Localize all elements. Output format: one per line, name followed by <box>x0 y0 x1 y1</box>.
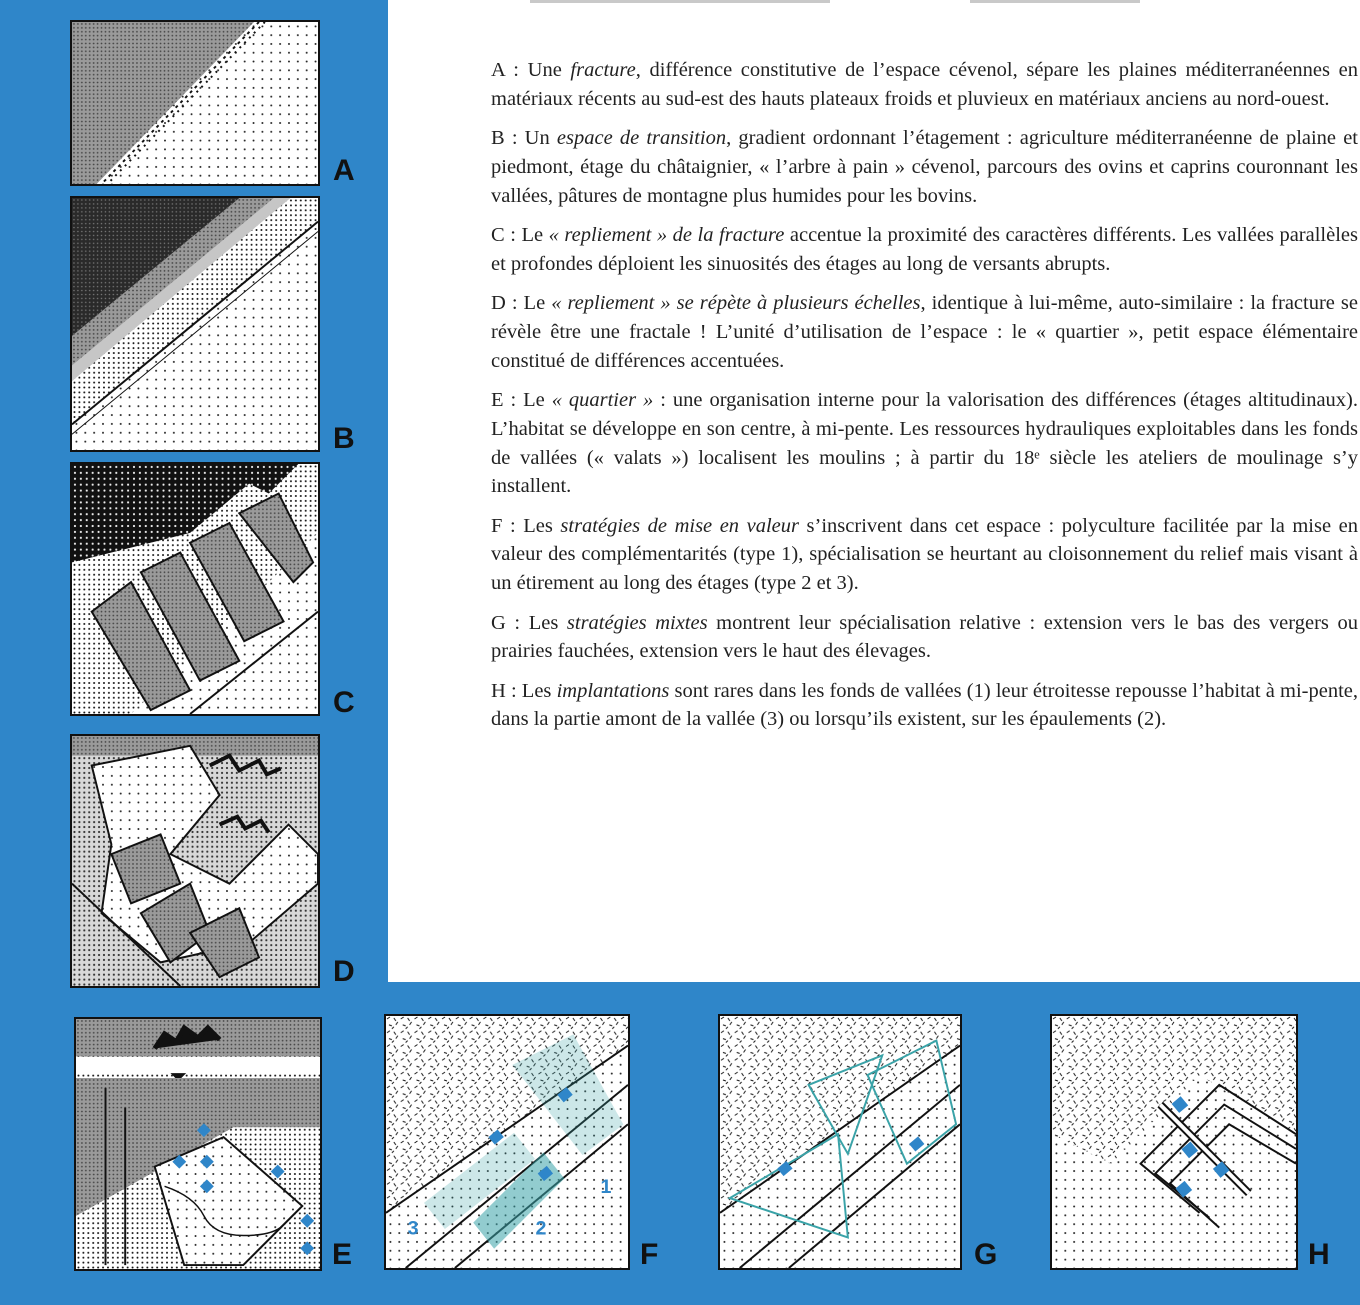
panel-b-letter: B <box>333 422 355 455</box>
panel-f-label-1: 1 <box>600 1176 611 1198</box>
paragraph-h: H : Les implantations sont rares dans le… <box>491 679 1358 731</box>
top-cropped-heading <box>490 0 1360 6</box>
panel-a-letter: A <box>333 154 355 187</box>
legend-text: A : Une fracture, différence constitutiv… <box>491 56 1358 745</box>
paragraph-d: D : Le « repliement » se répète à plusie… <box>491 292 1358 372</box>
paragraph-b: B : Un espace de transition, gradient or… <box>491 127 1358 207</box>
panel-e-quartier-diagram <box>74 1017 322 1271</box>
paragraph-a: A : Une fracture, différence constitutiv… <box>491 59 1358 110</box>
panel-d-fractal-diagram <box>70 734 320 988</box>
panel-e-letter: E <box>332 1238 353 1271</box>
panel-a-fracture-diagram <box>70 20 320 186</box>
panel-f-strategies-diagram: 1 2 3 <box>384 1014 630 1270</box>
panel-g-mixed-strategies-diagram <box>718 1014 962 1270</box>
panel-g-letter: G <box>974 1238 998 1271</box>
paragraph-e: E : Le « quartier » : une organisation i… <box>491 388 1359 498</box>
panel-f-label-3: 3 <box>408 1218 419 1240</box>
paragraph-g: G : Les stratégies mixtes montrent leur … <box>491 611 1358 663</box>
panel-f-letter: F <box>640 1238 659 1271</box>
panel-c-letter: C <box>333 686 355 719</box>
paragraph-f: F : Les stratégies de mise en valeur s’i… <box>491 514 1358 595</box>
panel-h-settlements-diagram <box>1050 1014 1298 1270</box>
panel-f-label-2: 2 <box>536 1218 547 1240</box>
panel-c-folding-diagram <box>70 462 320 716</box>
panel-b-transition-diagram <box>70 196 320 452</box>
panel-h-letter: H <box>1308 1238 1330 1271</box>
paragraph-c: C : Le « repliement » de la fracture acc… <box>491 223 1358 275</box>
panel-d-letter: D <box>333 955 355 988</box>
